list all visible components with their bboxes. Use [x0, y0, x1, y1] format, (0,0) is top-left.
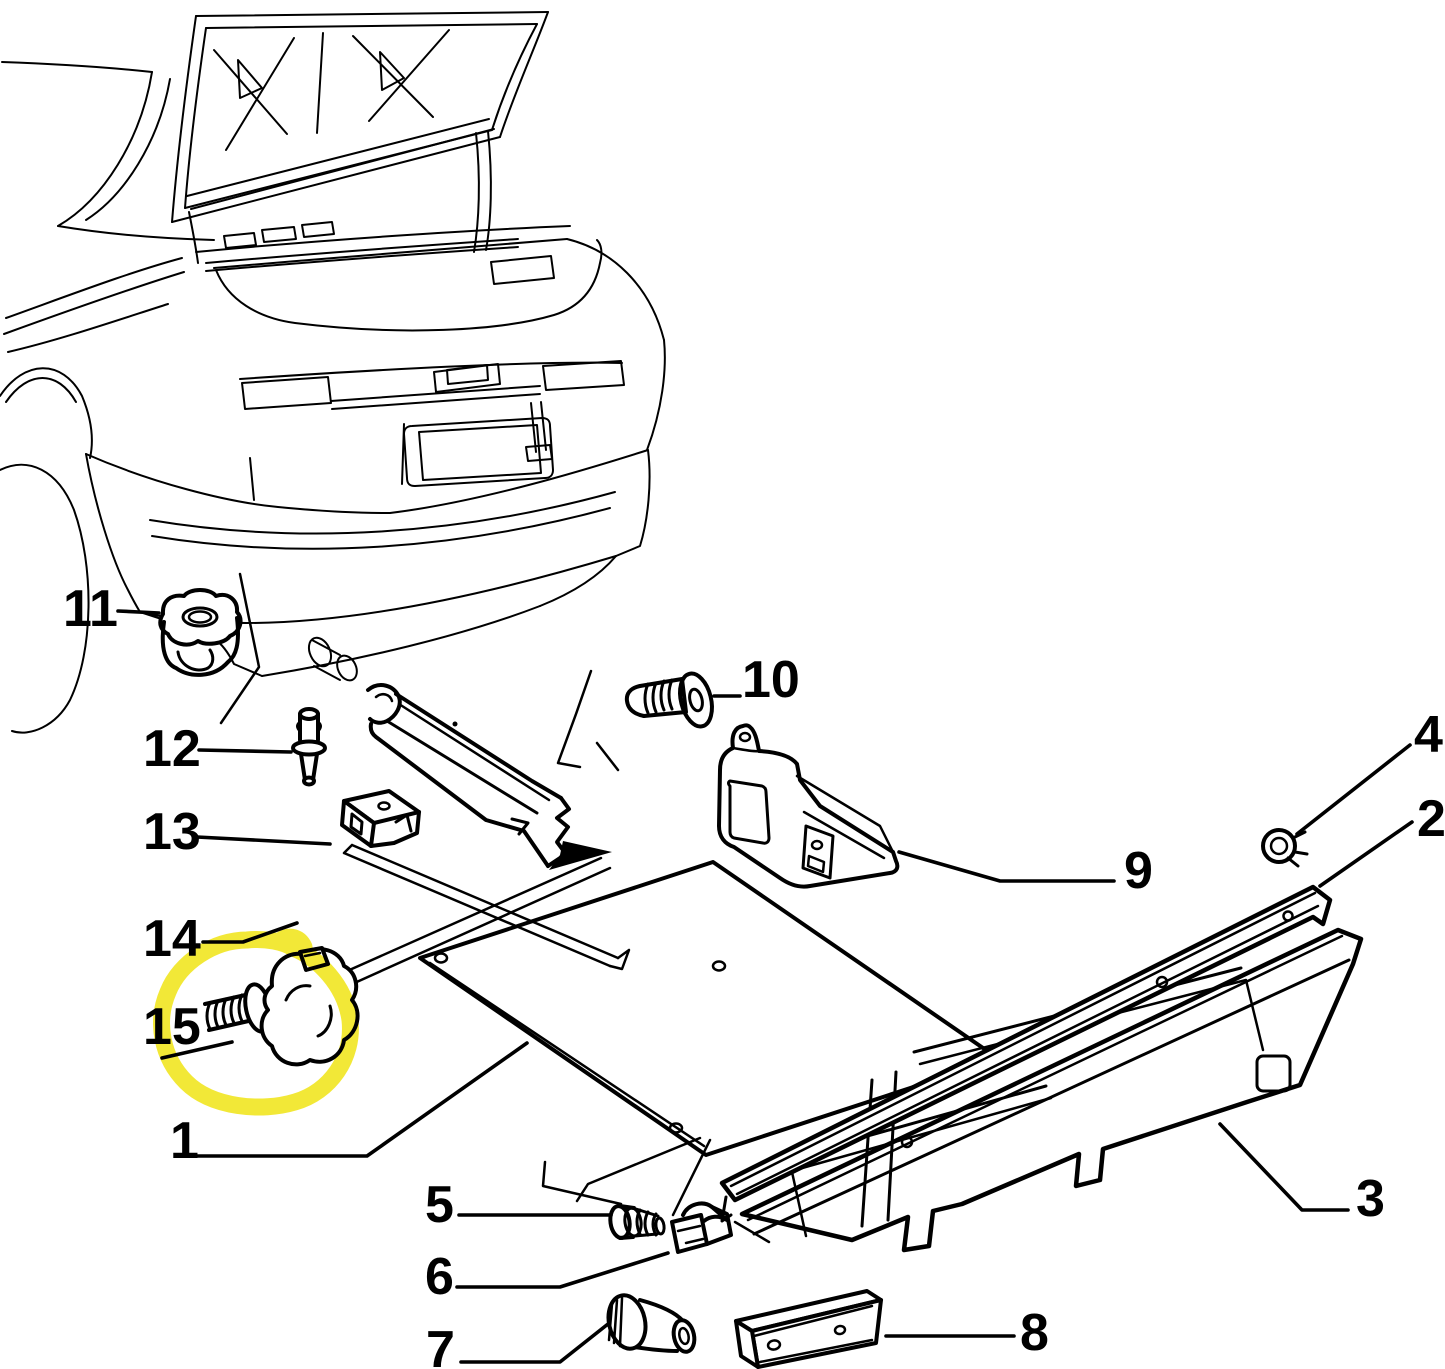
- highlight-ring: [153, 928, 359, 1116]
- part-6-clip-nut: [670, 1201, 733, 1254]
- callout-1-leader: [190, 1041, 529, 1158]
- part-8-bracket-rail: [734, 1289, 883, 1369]
- part-3-trim-panel: [739, 927, 1364, 1253]
- callout-3-leader: [1218, 1122, 1350, 1212]
- callout-10: 10: [742, 651, 800, 709]
- part-11-knob: [158, 588, 243, 677]
- callout-1: 1: [170, 1112, 199, 1170]
- callout-9-leader: [897, 850, 1116, 883]
- callout-12-leader: [197, 748, 293, 754]
- callout-6: 6: [425, 1248, 454, 1306]
- car-rear-illustration: [0, 11, 666, 734]
- part-13-bracket: [340, 789, 421, 848]
- part-4-clip: [1261, 828, 1309, 868]
- callout-4-leader: [1295, 743, 1412, 836]
- callout-labels: 1 2 3 4 5 6 7 8 9 10 11 12 13 14 15: [63, 580, 1445, 1369]
- callout-9: 9: [1124, 842, 1153, 900]
- callout-5: 5: [425, 1176, 454, 1234]
- part-7-knob-plug: [606, 1293, 697, 1354]
- part-2-retainer-rail: [719, 884, 1333, 1223]
- callout-4: 4: [1414, 706, 1443, 764]
- highlight-ring-stroke: [153, 928, 359, 1116]
- part-10-screw: [624, 671, 714, 729]
- callout-13-leader: [195, 835, 332, 846]
- part-15-wing-screw: [203, 946, 360, 1067]
- callout-3: 3: [1356, 1170, 1385, 1228]
- callout-11: 11: [63, 580, 118, 638]
- callout-7-leader: [459, 1322, 610, 1364]
- callout-7: 7: [426, 1321, 455, 1369]
- channel-trim-piece: [366, 683, 571, 868]
- callout-leaders: [116, 609, 1414, 1364]
- callout-8: 8: [1020, 1304, 1049, 1362]
- callout-6-leader: [455, 1251, 670, 1289]
- callout-13: 13: [143, 803, 201, 861]
- callout-2: 2: [1417, 790, 1445, 848]
- callout-12: 12: [143, 720, 201, 778]
- callout-2-leader: [1318, 820, 1414, 888]
- part-9-bracket: [717, 723, 900, 889]
- part-14-sill-strips: [298, 841, 631, 1005]
- part-12-pin: [291, 707, 327, 787]
- callout-11-leader: [116, 609, 161, 615]
- locator-lines: [219, 572, 771, 1244]
- part-5-screw: [608, 1204, 666, 1240]
